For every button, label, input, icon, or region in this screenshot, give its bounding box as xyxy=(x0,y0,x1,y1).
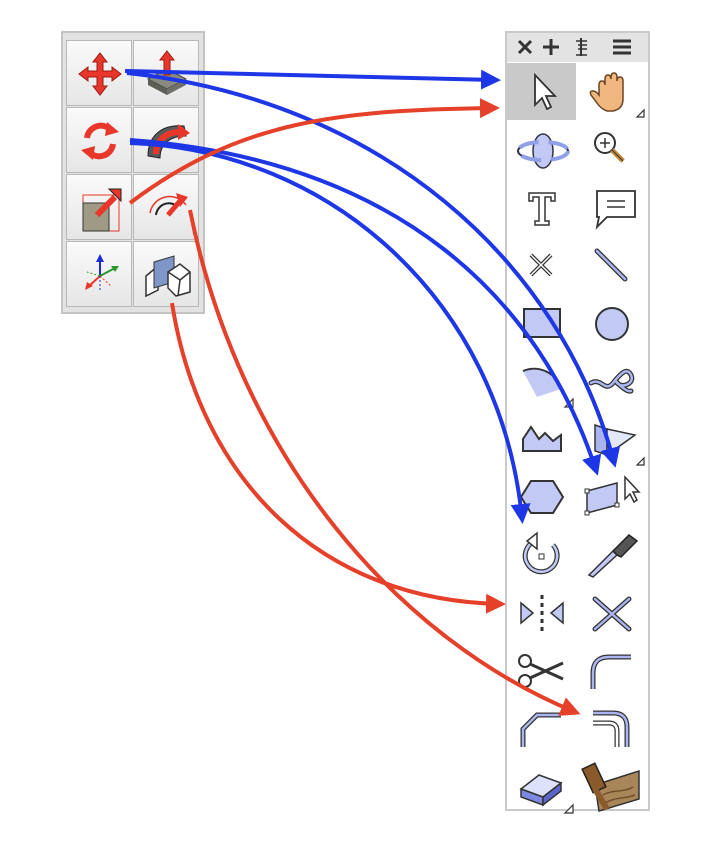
fillet-tool[interactable] xyxy=(577,643,646,700)
palette-header xyxy=(507,33,648,62)
line-tool[interactable] xyxy=(577,237,646,294)
push-pull-tool[interactable] xyxy=(577,411,646,468)
follow-me-icon xyxy=(147,124,190,159)
push-pull-icon xyxy=(146,50,188,95)
rotate-icon xyxy=(81,122,119,160)
arc-tool[interactable] xyxy=(507,353,576,410)
text-t-icon xyxy=(528,192,556,226)
freehand-tool[interactable] xyxy=(577,353,646,410)
chamfer-tool[interactable] xyxy=(507,701,576,758)
arrow-offset-to-mirror xyxy=(170,302,506,614)
rectangle-tool[interactable] xyxy=(507,295,576,352)
zoom-tool[interactable] xyxy=(577,121,646,178)
push-pull-face-icon xyxy=(594,423,645,466)
move-tool-button[interactable] xyxy=(66,40,132,106)
rectangle-icon xyxy=(523,308,561,338)
axes-icon xyxy=(85,254,119,292)
pan-tool[interactable] xyxy=(577,63,646,120)
x-mark-icon xyxy=(529,253,553,277)
offset-icon xyxy=(149,193,188,217)
add-icon[interactable] xyxy=(541,36,563,58)
text-style-icon[interactable] xyxy=(571,36,593,58)
text-tool[interactable] xyxy=(507,179,576,236)
scale-tool-button[interactable] xyxy=(66,174,132,240)
line-icon xyxy=(594,248,628,282)
erase-vertex-tool[interactable] xyxy=(507,237,576,294)
chamfer-corner-icon xyxy=(520,712,561,747)
magnifier-plus-icon xyxy=(594,132,625,163)
classic-toolbar xyxy=(61,31,205,314)
rotate-tool-button[interactable] xyxy=(66,107,132,173)
terrain-icon xyxy=(522,425,562,452)
close-icon[interactable] xyxy=(515,36,537,58)
axes-tool-button[interactable] xyxy=(66,241,132,307)
intersect-lines-icon xyxy=(592,596,632,632)
section-plane-icon xyxy=(145,255,191,298)
section-plane-tool-button[interactable] xyxy=(133,241,199,307)
paint-brush-wood-icon xyxy=(581,762,640,812)
circle-icon xyxy=(595,307,629,341)
hexagon-icon xyxy=(519,480,565,514)
polygon-tool[interactable] xyxy=(507,469,576,526)
orbit-icon xyxy=(516,133,570,169)
knife-tool[interactable] xyxy=(577,527,646,584)
scissors-icon xyxy=(518,654,564,688)
offset-corner-icon xyxy=(593,710,630,747)
eraser-tool[interactable] xyxy=(507,759,576,816)
orbit-tool[interactable] xyxy=(507,121,576,178)
knife-icon xyxy=(587,534,639,578)
circle-tool[interactable] xyxy=(577,295,646,352)
move-face-cursor-icon xyxy=(584,475,641,516)
mirror-icon xyxy=(520,595,564,631)
select-tool[interactable] xyxy=(507,63,576,120)
hand-icon xyxy=(589,72,645,118)
scissors-tool[interactable] xyxy=(507,643,576,700)
move-icon xyxy=(78,52,122,96)
push-pull-tool-button[interactable] xyxy=(133,40,199,106)
follow-me-tool-button[interactable] xyxy=(133,107,199,173)
rotate-circle-icon xyxy=(522,531,560,575)
intersect-tool[interactable] xyxy=(577,585,646,642)
freehand-curve-icon xyxy=(588,368,635,394)
annotation-tool[interactable] xyxy=(577,179,646,236)
move-tool[interactable] xyxy=(577,469,646,526)
mirror-tool[interactable] xyxy=(507,585,576,642)
fillet-corner-icon xyxy=(590,654,631,689)
scale-icon xyxy=(82,188,122,232)
offset-tool[interactable] xyxy=(577,701,646,758)
rotate-tool[interactable] xyxy=(507,527,576,584)
sandbox-tool[interactable] xyxy=(507,411,576,468)
offset-tool-button[interactable] xyxy=(133,174,199,240)
menu-icon[interactable] xyxy=(611,36,633,58)
paint-bucket-tool[interactable] xyxy=(577,759,646,816)
speech-bubble-icon xyxy=(595,190,636,230)
eraser-icon xyxy=(519,774,574,814)
arc-icon xyxy=(522,367,574,408)
cursor-arrow-icon xyxy=(534,72,558,111)
tool-palette xyxy=(505,31,650,814)
